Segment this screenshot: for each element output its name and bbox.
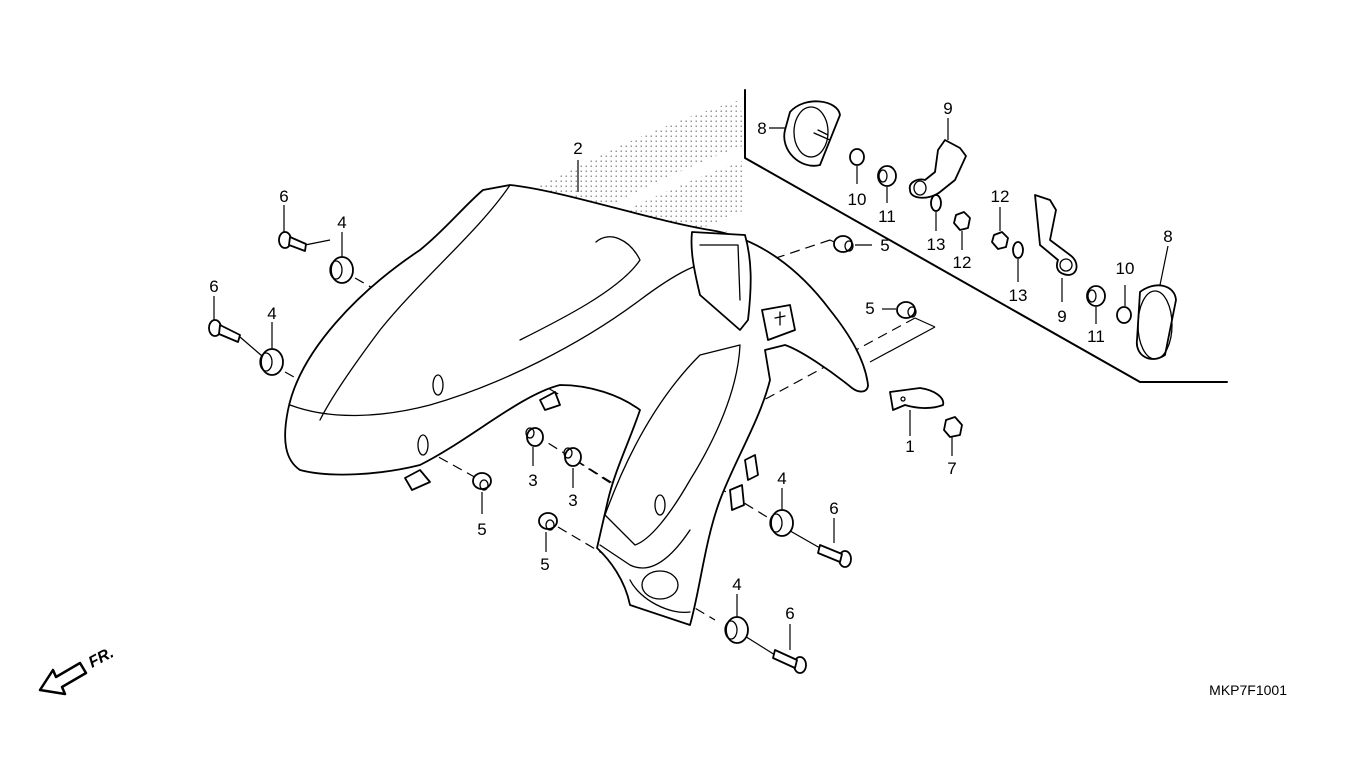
callout-5: 5 xyxy=(477,520,486,539)
bracket-parts-9 xyxy=(908,118,1078,302)
front-label: FR. xyxy=(86,644,117,671)
callout-10: 10 xyxy=(1116,259,1135,278)
callout-9: 9 xyxy=(1057,307,1066,326)
callout-4: 4 xyxy=(267,304,276,323)
callout-labels: 1 2 3 3 4 4 4 4 5 5 5 5 6 6 6 6 7 8 8 9 … xyxy=(209,99,1172,623)
callout-11: 11 xyxy=(878,207,896,226)
nut-parts-12 xyxy=(953,207,1009,250)
front-fender xyxy=(284,184,869,626)
collar-parts-3 xyxy=(525,427,582,488)
callout-6: 6 xyxy=(829,499,838,518)
callout-5: 5 xyxy=(865,299,874,318)
callout-5: 5 xyxy=(540,555,549,574)
callout-1: 1 xyxy=(905,437,914,456)
callout-6: 6 xyxy=(785,604,794,623)
diagram-code: MKP7F1001 xyxy=(1209,682,1287,698)
screw-parts-5 xyxy=(472,235,917,552)
callout-3: 3 xyxy=(528,471,537,490)
callout-6: 6 xyxy=(209,277,218,296)
callout-13: 13 xyxy=(927,235,946,254)
washer-parts-13 xyxy=(930,194,1024,282)
callout-10: 10 xyxy=(848,190,867,209)
callout-8: 8 xyxy=(1163,227,1172,246)
nut-part-7 xyxy=(943,416,963,456)
grommet-parts-11 xyxy=(877,165,1106,324)
bracket-part-1 xyxy=(889,387,945,436)
callout-13: 13 xyxy=(1009,286,1028,305)
inset-frame xyxy=(744,89,1228,383)
callout-9: 9 xyxy=(943,99,952,118)
callout-12: 12 xyxy=(953,253,972,272)
callout-3: 3 xyxy=(568,491,577,510)
cap-parts-8 xyxy=(769,100,1177,360)
callout-7: 7 xyxy=(947,459,956,478)
front-direction-arrow: FR. xyxy=(38,644,117,696)
callout-4: 4 xyxy=(777,469,786,488)
callout-5: 5 xyxy=(880,236,889,255)
callout-6: 6 xyxy=(279,187,288,206)
callout-11: 11 xyxy=(1087,327,1105,346)
callout-4: 4 xyxy=(337,213,346,232)
callout-2: 2 xyxy=(573,139,582,158)
grommet-parts-4 xyxy=(259,232,794,644)
callout-12: 12 xyxy=(991,187,1010,206)
callout-8: 8 xyxy=(757,119,766,138)
washer-parts-10 xyxy=(849,148,1132,324)
callout-4: 4 xyxy=(732,575,741,594)
bolt-parts-6 xyxy=(208,205,852,674)
